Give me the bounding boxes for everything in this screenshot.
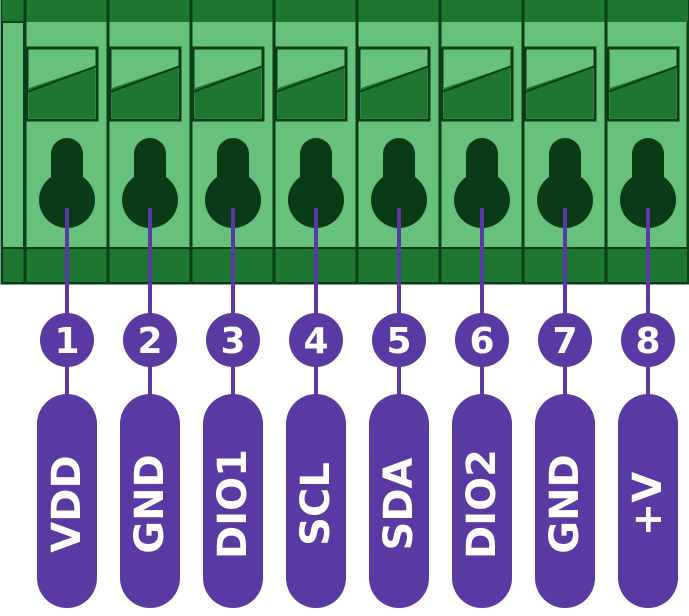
pin-number: 3 <box>220 321 245 362</box>
housing-left-edge <box>1 21 25 249</box>
wire-clamp-edge <box>524 65 596 93</box>
screw-hole <box>205 172 261 228</box>
wire-clamp-edge <box>275 65 347 93</box>
terminal-block-body <box>0 0 689 285</box>
screw-hole <box>454 172 510 228</box>
screw-hole <box>288 172 344 228</box>
pin-label: GND <box>127 454 173 554</box>
pin-label-capsule <box>535 394 595 608</box>
wire-clamp-edge <box>26 65 98 93</box>
wire-clamp-edge <box>358 65 430 93</box>
wire-clamp-shading <box>527 66 593 118</box>
housing-bottom-band <box>1 247 689 284</box>
pin-label: DIO2 <box>459 449 505 559</box>
pin-label-capsule <box>618 394 678 608</box>
screw-hole <box>371 172 427 228</box>
screw-hole <box>39 172 95 228</box>
pin-number-badge <box>206 313 260 367</box>
wire-clamp-edge <box>607 65 679 93</box>
wire-clamp-shading <box>278 66 344 118</box>
pin-label-capsule <box>120 394 180 608</box>
wire-clamp-shading <box>444 66 510 118</box>
pin-label: DIO1 <box>210 449 256 559</box>
terminal-section-1 <box>25 46 99 228</box>
pin-number-badge <box>621 313 675 367</box>
wire-clamp-shading <box>29 66 95 118</box>
pin-number: 7 <box>552 321 577 362</box>
pin-number: 2 <box>137 321 162 362</box>
pin-number-badge <box>123 313 177 367</box>
screw-hole <box>620 172 676 228</box>
terminal-section-3 <box>191 46 265 228</box>
wire-clamp-edge <box>192 65 264 93</box>
pin-label: +V <box>625 472 671 537</box>
wire-clamp-shading <box>112 66 178 118</box>
terminal-section-7 <box>523 46 597 228</box>
terminal-section-5 <box>357 46 431 228</box>
wire-clamp-shading <box>361 66 427 118</box>
pin-number: 4 <box>303 321 328 362</box>
pin-label-capsule <box>203 394 263 608</box>
wire-clamp-edge <box>441 65 513 93</box>
terminal-section-8 <box>606 46 680 228</box>
pin-number: 6 <box>469 321 494 362</box>
pin-number-badge <box>289 313 343 367</box>
pin-number: 8 <box>635 321 660 362</box>
terminal-section-6 <box>440 46 514 228</box>
pin-label: SCL <box>293 462 339 546</box>
pin-number-badge <box>538 313 592 367</box>
housing-top-band <box>2 0 688 22</box>
pin-label: SDA <box>376 457 422 550</box>
pin-8: 8 +V <box>618 208 678 608</box>
pin-number: 1 <box>54 321 79 362</box>
terminal-section-4 <box>274 46 348 228</box>
pin-label-capsule <box>286 394 346 608</box>
pin-number-badge <box>372 313 426 367</box>
wire-clamp-shading <box>610 66 676 118</box>
pin-label: GND <box>542 454 588 554</box>
connector-housing <box>0 0 689 285</box>
pin-label-capsule <box>369 394 429 608</box>
pin-number: 5 <box>386 321 411 362</box>
pin-label-capsule <box>37 394 97 608</box>
wire-clamp-edge <box>109 65 181 93</box>
screw-hole <box>122 172 178 228</box>
screw-hole <box>537 172 593 228</box>
pin-label-capsule <box>452 394 512 608</box>
pin-number-badge <box>455 313 509 367</box>
pin-label: VDD <box>44 455 90 552</box>
terminal-section-2 <box>108 46 182 228</box>
wire-clamp-shading <box>195 66 261 118</box>
pin-number-badge <box>40 313 94 367</box>
